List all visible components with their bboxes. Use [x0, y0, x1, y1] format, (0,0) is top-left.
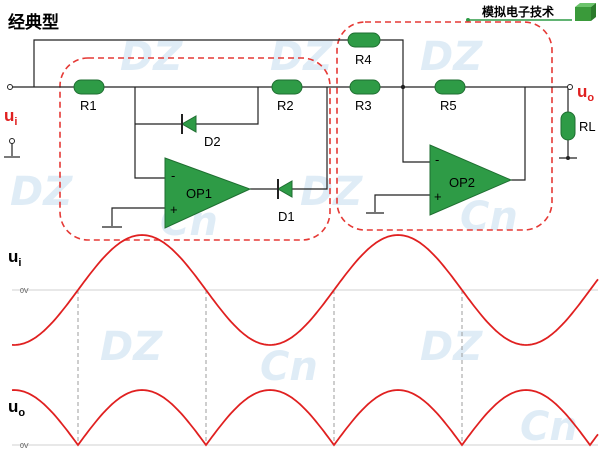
opamp-op1	[164, 157, 252, 229]
svg-text:DZ: DZ	[120, 34, 183, 80]
resistor-r1	[73, 79, 105, 95]
opamp-op2	[429, 144, 513, 216]
zero-crossing-guides	[77, 290, 463, 445]
label-r2: R2	[277, 98, 294, 113]
ui-sine-wave	[11, 234, 599, 346]
uo-wave-label: uo	[8, 397, 25, 419]
label-d2: D2	[204, 134, 221, 149]
uo-rectified-wave	[11, 389, 599, 447]
uo-zero-label: 0V	[20, 443, 29, 450]
svg-text:Cn: Cn	[460, 194, 518, 240]
op2-plus: +	[434, 189, 442, 204]
svg-text:DZ: DZ	[420, 324, 483, 370]
ui-zero-label: 0V	[20, 288, 29, 295]
svg-text:DZ: DZ	[300, 169, 363, 215]
resistor-r4	[347, 32, 381, 48]
svg-text:Cn: Cn	[260, 344, 318, 390]
label-op2: OP2	[449, 175, 475, 190]
resistor-r3	[349, 79, 381, 95]
label-d1: D1	[278, 209, 295, 224]
op1-plus: +	[170, 202, 178, 217]
resistor-r2	[271, 79, 303, 95]
diode-d2	[180, 114, 197, 134]
label-r4: R4	[355, 52, 372, 67]
terminals	[7, 84, 573, 160]
op2-minus: -	[435, 152, 439, 167]
svg-text:Cn: Cn	[520, 404, 578, 450]
resistor-r5	[434, 79, 466, 95]
wires	[4, 39, 577, 228]
brand-text: 模拟电子技术	[482, 4, 554, 19]
svg-text:DZ: DZ	[10, 169, 73, 215]
watermark: DZ DZ DZ DZ Cn DZ Cn DZ Cn DZ Cn	[10, 34, 578, 450]
page-title: 经典型	[8, 12, 59, 33]
label-r3: R3	[355, 98, 372, 113]
resistors	[73, 32, 576, 141]
label-rl: RL	[579, 119, 596, 134]
op1-minus: -	[171, 168, 175, 183]
label-op1: OP1	[186, 186, 212, 201]
label-r1: R1	[80, 98, 97, 113]
rectifier-box	[59, 57, 331, 241]
brand-logo	[466, 3, 596, 22]
svg-text:DZ: DZ	[270, 34, 333, 80]
svg-text:DZ: DZ	[100, 324, 163, 370]
diode-d1	[276, 179, 293, 199]
output-signal-label: uo	[577, 82, 594, 104]
svg-text:DZ: DZ	[420, 34, 483, 80]
label-r5: R5	[440, 98, 457, 113]
resistor-rl	[560, 111, 576, 141]
input-signal-label: ui	[4, 106, 17, 128]
ui-wave-label: ui	[8, 247, 21, 269]
